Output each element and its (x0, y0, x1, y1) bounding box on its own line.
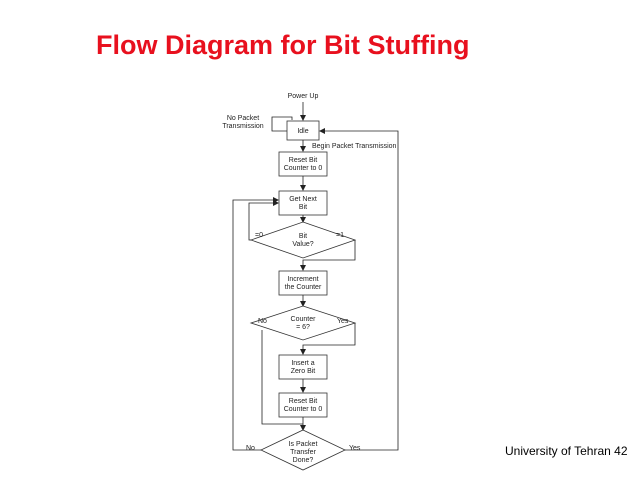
done-no-label: No (246, 445, 255, 452)
counter-check-line1: Counter (291, 316, 317, 323)
insert-zero-line1: Insert a (291, 360, 314, 367)
transfer-done-line2: Transfer (290, 449, 316, 456)
counter-yes-path (300, 323, 356, 355)
increment-line2: the Counter (285, 284, 322, 291)
footer-text: University of Tehran 42 (505, 444, 628, 458)
done-yes-loop (319, 128, 399, 451)
get-next-bit-box (278, 190, 328, 216)
counter-no-path (261, 330, 303, 425)
idle-label: Idle (297, 128, 308, 135)
transfer-done-line1: Is Packet (289, 441, 318, 448)
done-no-loop (232, 197, 279, 451)
get-next-bit-line1: Get Next (289, 196, 317, 203)
bit-value-diamond (249, 221, 357, 259)
begin-packet-label: Begin Packet Transmission (312, 143, 397, 150)
get-next-bit-line2: Bit (299, 204, 307, 211)
increment-line1: Increment (287, 276, 318, 283)
reset-counter-1-line2: Counter to 0 (284, 165, 323, 172)
done-yes-label: Yes (349, 445, 361, 452)
increment-box (278, 270, 328, 296)
power-up-label: Power Up (288, 93, 319, 100)
transfer-done-diamond (260, 429, 346, 471)
bit-value-line2: Value? (292, 241, 313, 248)
insert-zero-line2: Zero Bit (291, 368, 316, 375)
no-packet-loop (271, 116, 293, 132)
eq-one-path (300, 240, 356, 271)
insert-zero-box (278, 354, 328, 380)
eq-zero-label: =0 (255, 232, 263, 239)
reset-counter-box-1 (278, 151, 328, 177)
eq-zero-loop (248, 200, 279, 241)
transfer-done-line3: Done? (293, 457, 314, 464)
counter-check-diamond (249, 305, 357, 341)
transmission-label: Transmission (222, 123, 263, 130)
counter-check-line2: = 6? (296, 324, 310, 331)
reset-counter-box-2 (278, 392, 328, 418)
counter-yes-label: Yes (337, 318, 349, 325)
counter-no-label: No (258, 318, 267, 325)
reset-counter-1-line1: Reset Bit (289, 157, 317, 164)
slide-title: Flow Diagram for Bit Stuffing (96, 30, 470, 60)
reset-counter-2-line1: Reset Bit (289, 398, 317, 405)
bit-value-line1: Bit (299, 233, 307, 240)
reset-counter-2-line2: Counter to 0 (284, 406, 323, 413)
eq-one-label: =1 (336, 232, 344, 239)
no-packet-label: No Packet (227, 115, 259, 122)
